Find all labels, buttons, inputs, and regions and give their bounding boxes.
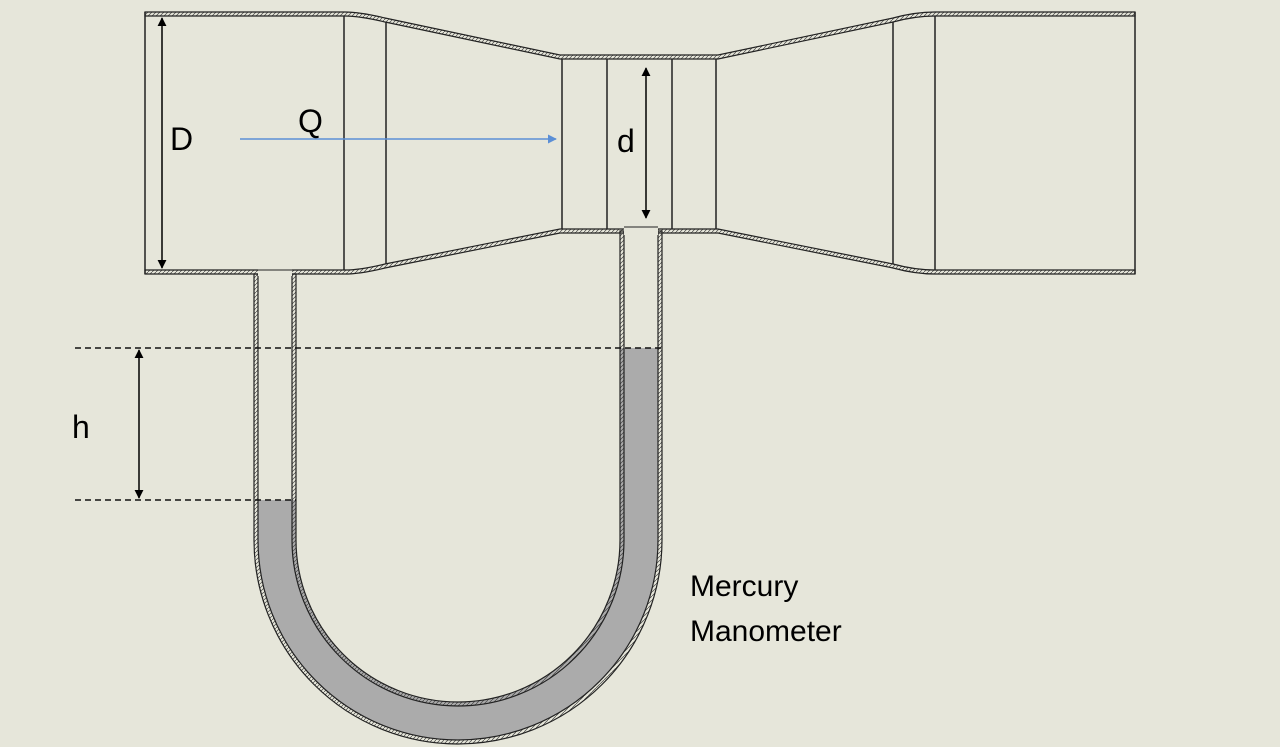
flow-rate-label: Q: [298, 103, 323, 139]
pipe-diameter-label: D: [170, 121, 193, 157]
manometer-label-line2: Manometer: [690, 615, 842, 648]
mercury-column: [258, 348, 658, 740]
pipe-bottom-wall: [144, 228, 1136, 275]
u-tube-manometer: [253, 225, 663, 745]
venturi-pipe: [144, 11, 1136, 275]
pipe-top-wall: [144, 11, 1136, 60]
manometer-inner-wall: [291, 230, 625, 707]
manometer-label-line1: Mercury: [690, 570, 798, 603]
height-difference-label: h: [72, 409, 90, 445]
throat-diameter-label: d: [617, 123, 635, 159]
